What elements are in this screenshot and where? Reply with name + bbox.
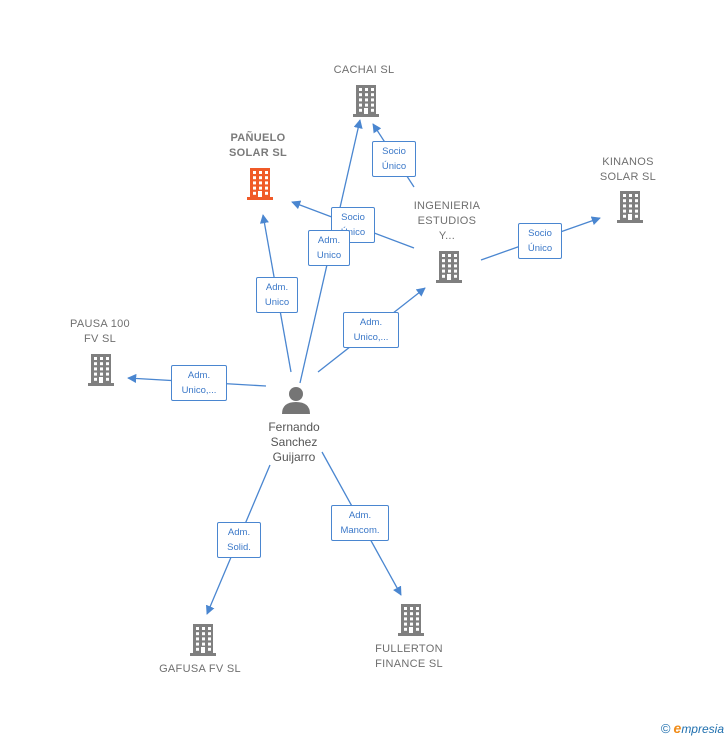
text-line: Adm. [265,282,289,293]
footer-brand[interactable]: ©empresia [661,720,724,736]
text-line: Socio [528,228,552,239]
text-line: Adm. [317,235,341,246]
text-line: SOLAR SL [599,171,657,183]
building-icon [436,251,462,283]
text-line: Adm. [187,370,211,381]
node-label-ingenieria: INGENIERIA ESTUDIOS Y... [397,199,497,244]
edge-label-fer-panuelo[interactable]: Adm. Unico [256,277,298,313]
copyright-icon: © [660,721,671,736]
node-label-fullerton: FULLERTON FINANCE SL [354,642,464,672]
text-line: Sanchez [270,435,318,449]
node-pausa[interactable]: PAUSA 100 FV SL [50,317,150,347]
text-line: Adm. [227,527,251,538]
node-gafusa[interactable]: GAFUSA FV SL [140,662,260,677]
text-line: Y... [438,230,456,242]
text-line: Único [340,227,366,238]
node-label-panuelo: PAÑUELO SOLAR SL [208,131,308,161]
text-line: Único [381,161,407,172]
text-line: FV SL [83,333,117,345]
text-line: Guijarro [272,450,316,464]
brand-name: mpresia [681,722,724,736]
edge-label-fer-pausa[interactable]: Adm. Unico,... [171,365,227,401]
brand-logo-initial: e [673,720,682,736]
text-line: Unico,... [181,385,217,396]
edge-label-fer-fullerton[interactable]: Adm. Mancom. [331,505,389,541]
text-line: Fernando [268,420,320,434]
building-icon [247,168,273,200]
text-line: Unico,... [353,332,389,343]
building-icon [617,191,643,223]
text-line: FINANCE SL [375,658,443,670]
text-line: ESTUDIOS [417,215,477,227]
text-line: Socio [341,212,365,223]
icons-layer [88,85,643,656]
building-icon [190,624,216,656]
node-fullerton[interactable]: FULLERTON FINANCE SL [354,642,464,672]
building-icon [398,604,424,636]
text-line: Adm. [348,510,372,521]
person-icon [282,387,310,414]
text-line: Unico [264,297,290,308]
node-label-kinanos: KINANOS SOLAR SL [578,155,678,185]
text-line: GAFUSA FV SL [159,663,241,675]
node-label-pausa: PAUSA 100 FV SL [50,317,150,347]
text-line: SOLAR SL [228,147,287,159]
text-line: Adm. [359,317,383,328]
edge-label-fer-ingenieria[interactable]: Adm. Unico,... [343,312,399,348]
building-icon [353,85,379,117]
building-icon [88,354,114,386]
node-panuelo[interactable]: PAÑUELO SOLAR SL [208,131,308,161]
text-line: CACHAI SL [333,64,395,76]
node-label-cachai: CACHAI SL [314,63,414,78]
node-kinanos[interactable]: KINANOS SOLAR SL [578,155,678,185]
text-line: KINANOS [602,156,654,168]
edge-label-fer-gafusa[interactable]: Adm. Solid. [217,522,261,558]
node-label-gafusa: GAFUSA FV SL [140,662,260,677]
text-line: Solid. [227,542,251,553]
text-line: PAUSA 100 [70,318,130,330]
text-line: FULLERTON [375,643,443,655]
node-cachai[interactable]: CACHAI SL [314,63,414,78]
text-line: Único [527,243,553,254]
node-ingenieria[interactable]: INGENIERIA ESTUDIOS Y... [397,199,497,244]
edge-label-fer-cachai[interactable]: Adm. Unico [308,230,350,266]
text-line: PAÑUELO [230,132,286,144]
text-line: Socio [382,146,406,157]
text-line: Mancom. [340,525,380,536]
text-line: INGENIERIA [413,200,481,212]
text-line: Unico [316,250,342,261]
